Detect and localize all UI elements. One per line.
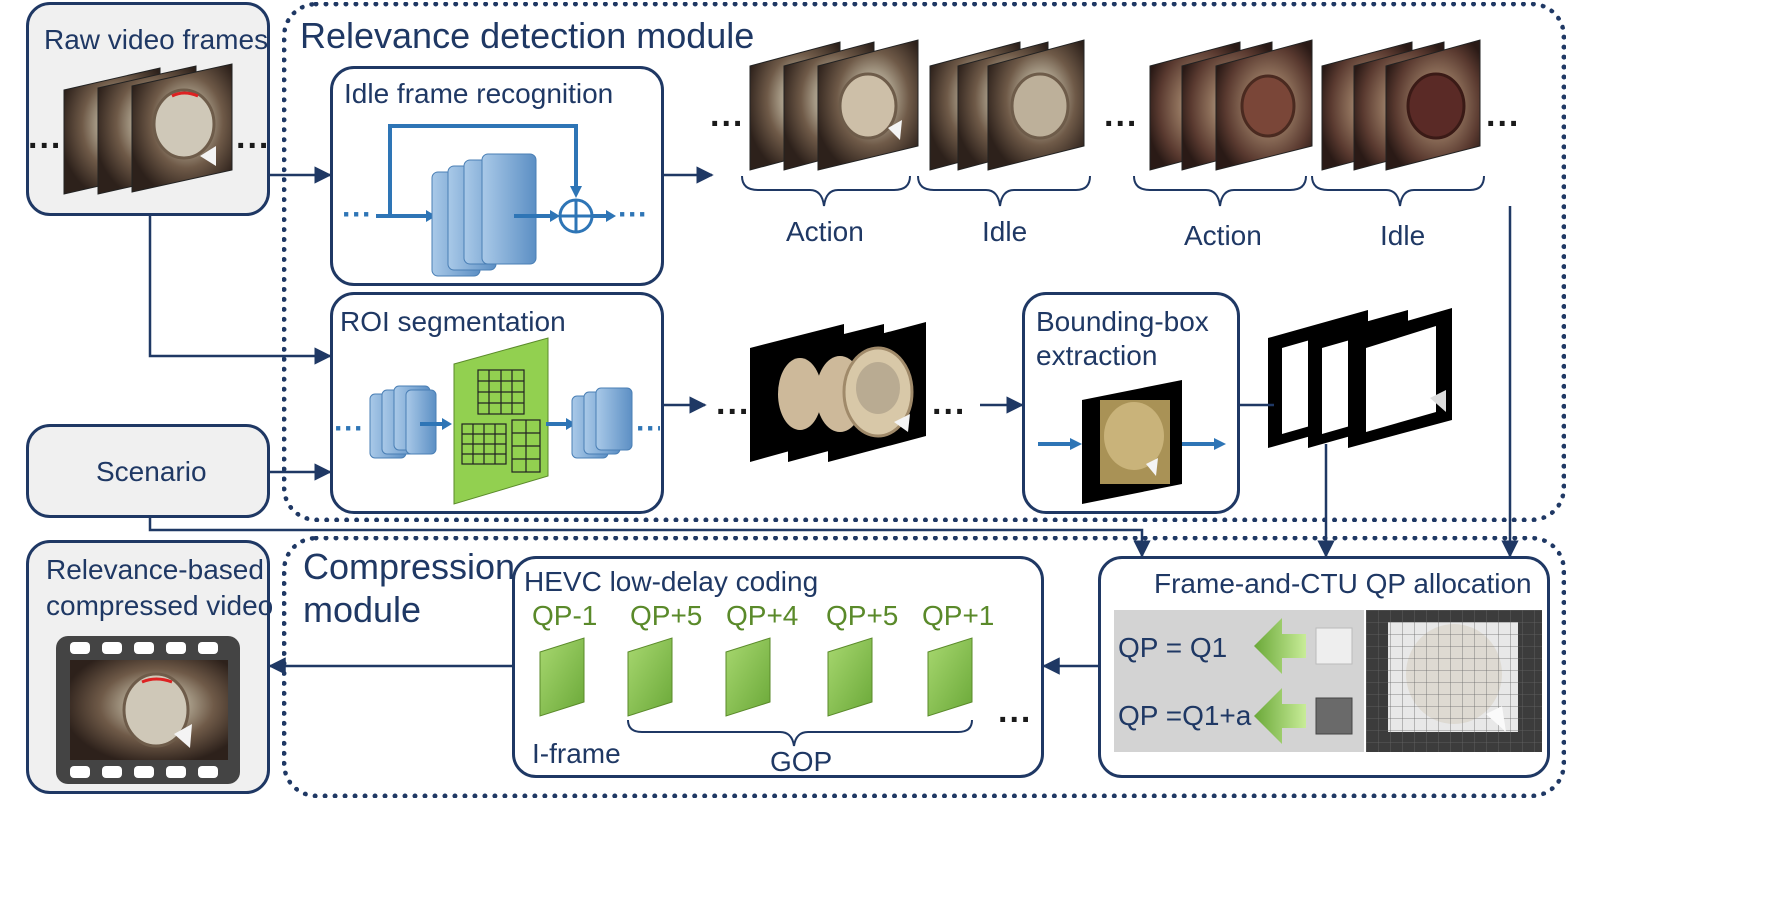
output-title-1: Relevance-based (46, 554, 264, 585)
qp-label-2: QP+4 (726, 600, 799, 631)
bbox-image (1038, 380, 1226, 504)
qp-q1-label: QP = Q1 (1118, 632, 1228, 663)
raw-frames-title: Raw video frames (44, 24, 269, 55)
relevance-module-title: Relevance detection module (300, 15, 755, 56)
bbox-title-2: extraction (1036, 340, 1158, 371)
svg-text:···: ··· (334, 412, 364, 445)
action-idle-frames (749, 39, 1481, 171)
segmented-ellipsis-left: ... (716, 384, 751, 422)
segmented-frames (750, 322, 926, 462)
idle-network-diagram: ··· ··· (342, 124, 648, 277)
raw-frames-ellipsis-left: ... (28, 118, 63, 156)
hevc-title: HEVC low-delay coding (524, 566, 819, 597)
svg-text:···: ··· (342, 198, 372, 231)
label-idle-2: Idle (1380, 220, 1426, 251)
svg-text:···: ··· (618, 198, 648, 231)
qp-label-0: QP-1 (532, 600, 598, 631)
gop-ellipsis: ... (998, 692, 1033, 730)
label-action-1: Action (786, 216, 864, 247)
output-video-icon (56, 636, 240, 784)
gop-label: GOP (770, 746, 833, 777)
svg-text:···: ··· (636, 412, 660, 445)
mask-frames (1268, 308, 1452, 448)
qp-label-1: QP+5 (630, 600, 703, 631)
raw-frames-stack (63, 63, 233, 195)
frame-braces (741, 175, 1485, 207)
label-action-2: Action (1184, 220, 1262, 251)
qp-label-3: QP+5 (826, 600, 899, 631)
qp-label-4: QP+1 (922, 600, 995, 631)
top-frames-ellipsis-3: ... (1486, 96, 1521, 134)
label-idle-1: Idle (982, 216, 1028, 247)
top-frames-ellipsis-2: ... (1104, 96, 1139, 134)
raw-frames-ellipsis-right: ... (236, 118, 271, 156)
bbox-title-1: Bounding-box (1036, 306, 1209, 337)
roi-segmentation-title: ROI segmentation (340, 306, 566, 337)
compression-module-title-1: Compression (303, 546, 516, 587)
relevance-module-container (282, 2, 1566, 522)
top-frames-ellipsis-1: ... (710, 96, 745, 134)
output-title-2: compressed video (46, 590, 274, 621)
qp-legend-arrows (1254, 618, 1353, 744)
scenario-label: Scenario (96, 456, 207, 487)
idle-recognition-title: Idle frame recognition (344, 78, 614, 109)
scenario-box (26, 424, 270, 518)
ctu-grid-frame (1366, 610, 1542, 752)
roi-network-diagram: ··· ··· (334, 337, 660, 505)
qp-q1a-label: QP =Q1+a (1118, 700, 1252, 731)
segmented-ellipsis-right: ... (932, 384, 967, 422)
gop-frames (539, 637, 973, 747)
compression-module-title-2: module (303, 589, 422, 630)
iframe-label: I-frame (532, 738, 621, 769)
qp-allocation-title: Frame-and-CTU QP allocation (1154, 568, 1532, 599)
